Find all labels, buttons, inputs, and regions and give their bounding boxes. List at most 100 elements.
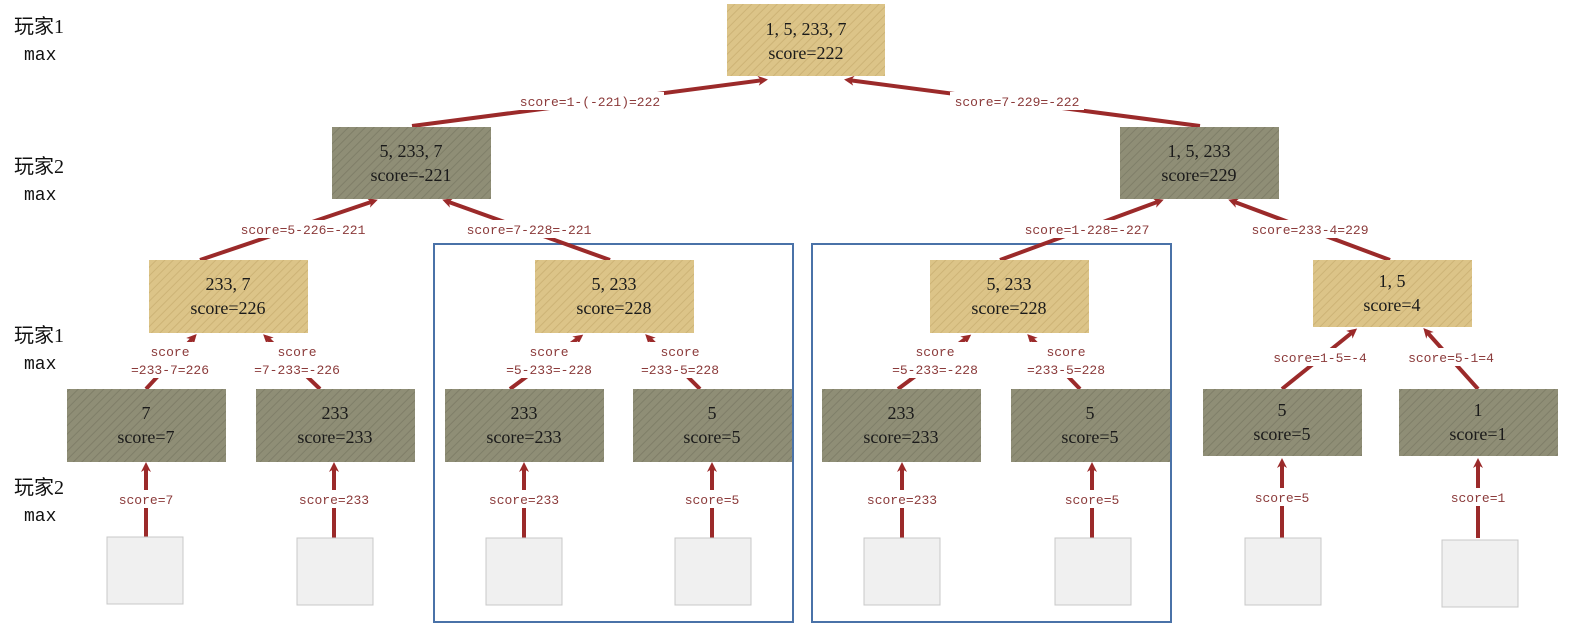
svg-text:233: 233 (888, 403, 915, 423)
node-l3-e: 233 score=233 (822, 389, 981, 462)
level-label-4: 玩家2 max (14, 476, 64, 527)
svg-text:score=5-226=-221: score=5-226=-221 (241, 223, 366, 238)
svg-text:score=233: score=233 (299, 493, 369, 508)
svg-text:score=7-229=-222: score=7-229=-222 (955, 95, 1080, 110)
leaf-box-e (863, 537, 941, 606)
svg-text:233, 7: 233, 7 (206, 274, 251, 294)
edge-label-leaf-b: score=233 (294, 490, 374, 508)
edge-label-leaf-e: score=233 (862, 490, 942, 508)
edge-label-l2d-l3g: score=1-5=-4 (1270, 348, 1370, 366)
svg-text:score: score (529, 345, 568, 360)
level-label-1: 玩家1 max (14, 15, 64, 66)
svg-text:score=7: score=7 (117, 427, 174, 447)
edge-label-leaf-d: score=5 (680, 490, 744, 508)
svg-text:score=4: score=4 (1363, 295, 1420, 315)
svg-text:1, 5: 1, 5 (1379, 271, 1406, 291)
svg-text:score=1-5=-4: score=1-5=-4 (1273, 351, 1367, 366)
node-l3-g: 5 score=5 (1203, 389, 1362, 456)
svg-text:score=5: score=5 (1253, 424, 1310, 444)
highlight-frame-left (433, 243, 794, 623)
svg-text:score: score (277, 345, 316, 360)
leaf-box-d (674, 537, 752, 606)
svg-text:5, 233, 7: 5, 233, 7 (380, 141, 443, 161)
node-l2-b: 5, 233 score=228 (535, 260, 694, 333)
svg-text:score=5: score=5 (1255, 491, 1310, 506)
node-l2-c: 5, 233 score=228 (930, 260, 1089, 333)
svg-text:玩家2: 玩家2 (14, 476, 64, 499)
level-label-2: 玩家2 max (14, 155, 64, 206)
node-l2-d: 1, 5 score=4 (1313, 260, 1472, 327)
edge-label-l2b-l3c: score =5-233=-228 (500, 342, 598, 378)
node-l1-right: 1, 5, 233 score=229 (1120, 127, 1279, 199)
svg-text:score=5-1=4: score=5-1=4 (1408, 351, 1494, 366)
svg-text:233: 233 (322, 403, 349, 423)
svg-text:5, 233: 5, 233 (987, 274, 1032, 294)
svg-text:score=233: score=233 (297, 427, 372, 447)
leaf-box-h (1441, 539, 1519, 608)
level-label-3: 玩家1 max (14, 324, 64, 375)
edge-label-root-l1b: score=7-229=-222 (950, 92, 1084, 110)
svg-text:score: score (915, 345, 954, 360)
svg-text:=5-233=-228: =5-233=-228 (506, 363, 592, 378)
edge-label-l2c-l3f: score =233-5=228 (1022, 342, 1110, 378)
svg-text:score=233-4=229: score=233-4=229 (1251, 223, 1368, 238)
node-l3-a: 7 score=7 (67, 389, 226, 462)
node-l3-c: 233 score=233 (445, 389, 604, 462)
svg-text:=233-5=228: =233-5=228 (641, 363, 719, 378)
leaf-box-b (296, 537, 374, 606)
edge-label-l1b-l2c: score=1-228=-227 (1020, 220, 1154, 238)
svg-text:=233-5=228: =233-5=228 (1027, 363, 1105, 378)
svg-text:score=229: score=229 (1161, 165, 1236, 185)
svg-text:1, 5, 233: 1, 5, 233 (1168, 141, 1231, 161)
svg-text:5: 5 (708, 403, 717, 423)
leaf-box-a (106, 536, 184, 605)
edge-label-l1a-l2b: score=7-228=-221 (462, 220, 596, 238)
svg-text:玩家2: 玩家2 (14, 155, 64, 178)
svg-text:233: 233 (511, 403, 538, 423)
svg-text:score=5: score=5 (1061, 427, 1118, 447)
leaf-box-f (1054, 537, 1132, 606)
edge-label-leaf-a: score=7 (114, 490, 178, 508)
svg-text:score=5: score=5 (683, 427, 740, 447)
edge-label-root-l1a: score=1-(-221)=222 (516, 92, 664, 110)
svg-text:1, 5, 233, 7: 1, 5, 233, 7 (766, 19, 847, 39)
svg-text:score=233: score=233 (486, 427, 561, 447)
svg-text:score=233: score=233 (489, 493, 559, 508)
svg-text:=7-233=-226: =7-233=-226 (254, 363, 340, 378)
svg-text:=5-233=-228: =5-233=-228 (892, 363, 978, 378)
svg-text:score=1-(-221)=222: score=1-(-221)=222 (520, 95, 660, 110)
leaf-box-c (485, 537, 563, 606)
svg-text:score=228: score=228 (971, 298, 1046, 318)
svg-text:score=1: score=1 (1451, 491, 1506, 506)
svg-text:score=7: score=7 (119, 493, 174, 508)
node-root: 1, 5, 233, 7 score=222 (727, 4, 885, 76)
svg-text:玩家1: 玩家1 (14, 324, 64, 347)
svg-text:score=226: score=226 (190, 298, 265, 318)
edge-label-leaf-h: score=1 (1446, 488, 1510, 506)
leaf-box-g (1244, 537, 1322, 606)
node-l3-b: 233 score=233 (256, 389, 415, 462)
node-l3-h: 1 score=1 (1399, 389, 1558, 456)
svg-text:5: 5 (1086, 403, 1095, 423)
svg-text:玩家1: 玩家1 (14, 15, 64, 38)
node-l2-a: 233, 7 score=226 (149, 260, 308, 333)
svg-text:score=233: score=233 (867, 493, 937, 508)
edge-label-l2a-l3b: score =7-233=-226 (250, 342, 344, 378)
svg-text:7: 7 (142, 403, 151, 423)
svg-text:score=5: score=5 (685, 493, 740, 508)
svg-text:max: max (24, 46, 56, 66)
edge-label-l2b-l3d: score =233-5=228 (636, 342, 724, 378)
svg-text:5, 233: 5, 233 (592, 274, 637, 294)
svg-text:score=228: score=228 (576, 298, 651, 318)
edge-label-l1b-l2d: score=233-4=229 (1248, 220, 1372, 238)
svg-text:max: max (24, 186, 56, 206)
svg-text:score=1: score=1 (1449, 424, 1506, 444)
svg-text:score: score (1046, 345, 1085, 360)
node-l3-f: 5 score=5 (1011, 389, 1170, 462)
node-l1-left: 5, 233, 7 score=-221 (332, 127, 491, 199)
edge-label-leaf-g: score=5 (1250, 488, 1314, 506)
edge-label-l2c-l3e: score =5-233=-228 (886, 342, 984, 378)
edge-label-l2d-l3h: score=5-1=4 (1404, 348, 1498, 366)
svg-text:max: max (24, 355, 56, 375)
